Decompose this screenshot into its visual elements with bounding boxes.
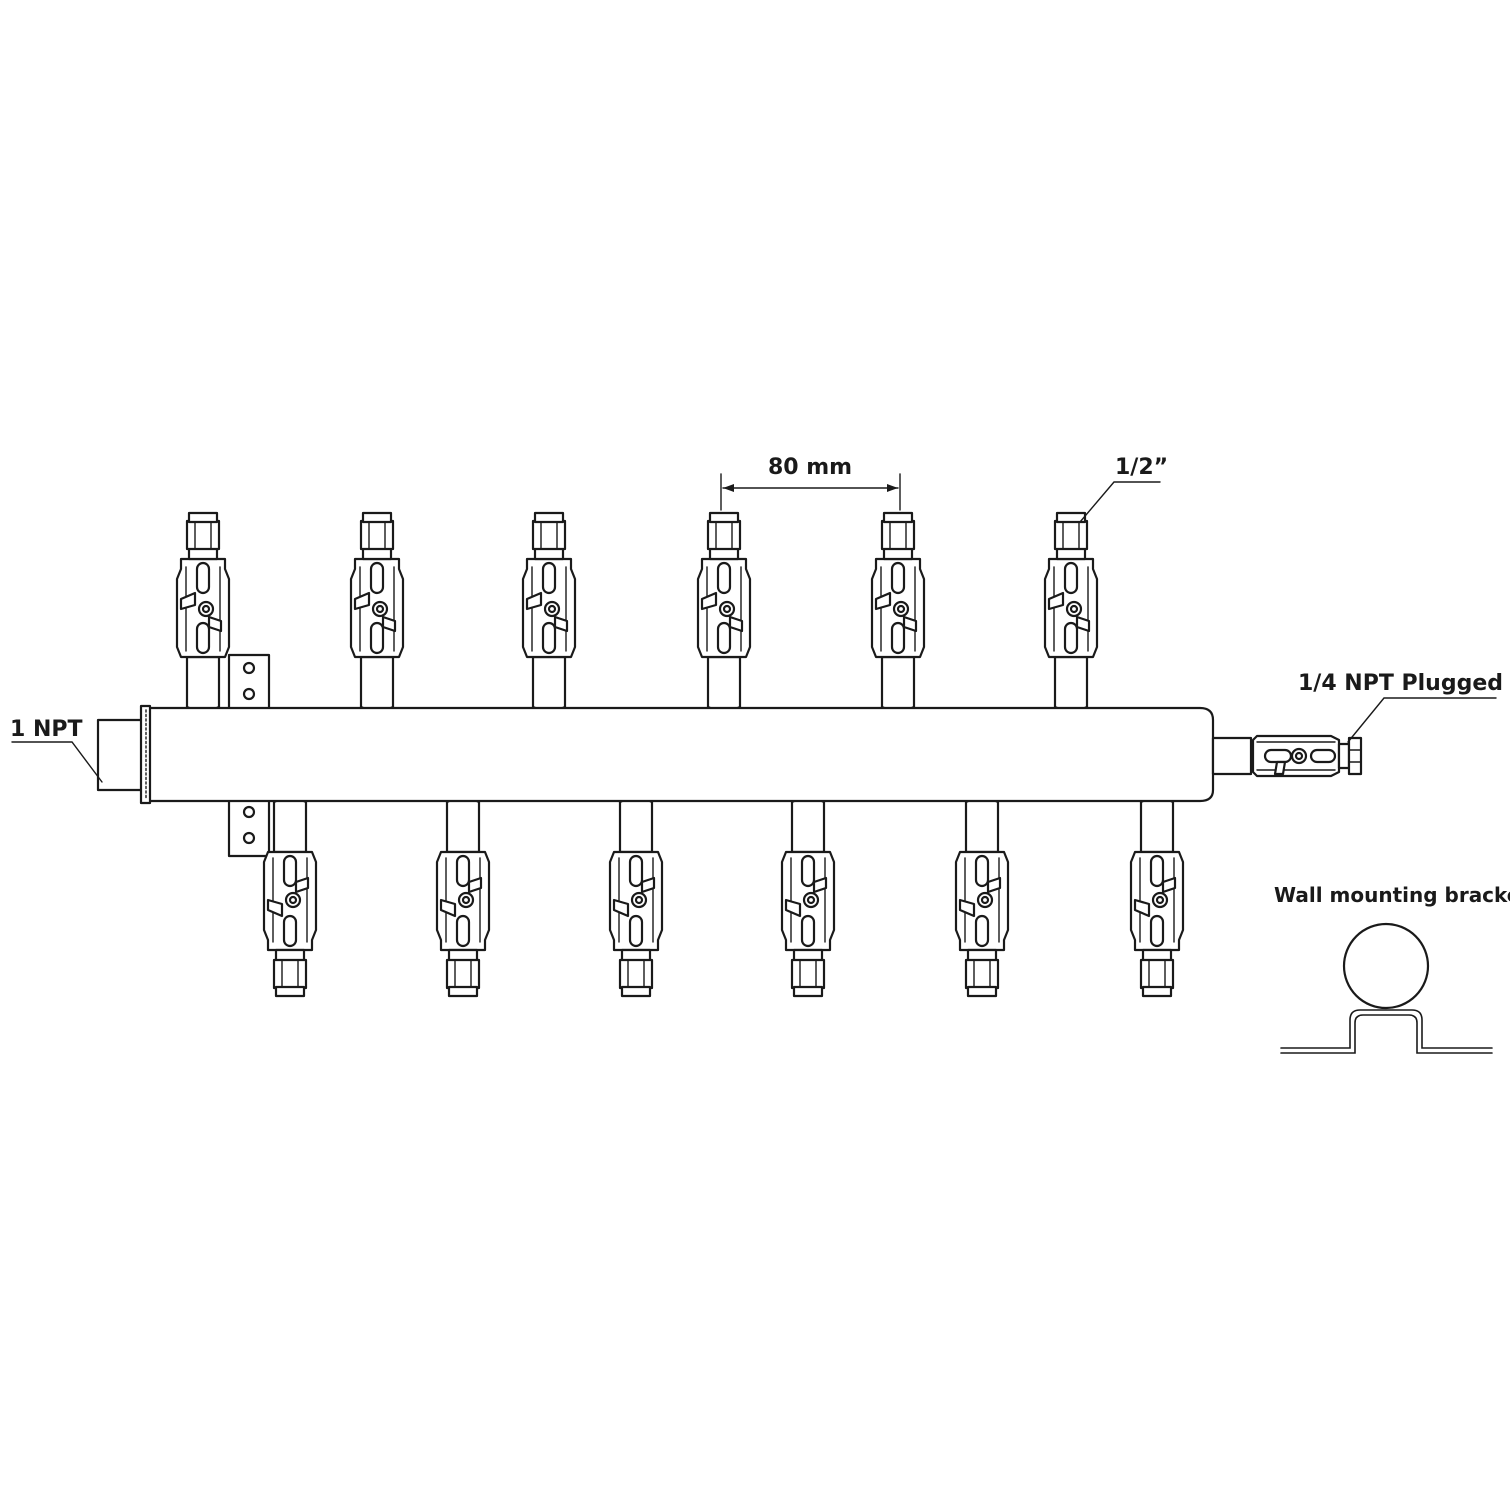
bracket-strap-outer: [1280, 1009, 1493, 1049]
bottom-valve-2: [435, 796, 491, 998]
end-port-label: 1/4 NPT Plugged: [1298, 671, 1503, 696]
wall-bracket-detail: Wall mounting bracket: [1274, 883, 1510, 1054]
mount-plate-top: [227, 653, 271, 715]
inlet-callout: 1 NPT: [10, 717, 103, 783]
bottom-valve-1: [262, 796, 318, 998]
top-valve-1: [175, 511, 231, 713]
end-plug-valve: [1251, 734, 1363, 778]
spacing-dimension: 80 mm: [720, 455, 901, 511]
outlet-size-callout: 1/2”: [1079, 455, 1168, 523]
inlet-label: 1 NPT: [10, 717, 83, 742]
inlet-thread: [96, 704, 152, 805]
mount-plate-bottom: [227, 798, 271, 858]
bottom-valve-3: [608, 796, 664, 998]
end-plugged-port: [1211, 734, 1363, 778]
bottom-outlet-valves: [262, 796, 1185, 998]
bracket-label: Wall mounting bracket: [1274, 883, 1510, 907]
manifold-header: [146, 706, 1215, 803]
top-valve-5: [870, 511, 926, 713]
top-valve-6: [1043, 511, 1099, 713]
bracket-strap-inner: [1280, 1014, 1493, 1054]
top-outlet-valves: [175, 511, 1099, 713]
top-valve-2: [349, 511, 405, 713]
end-port-callout: 1/4 NPT Plugged: [1298, 671, 1503, 743]
bracket-pipe-circle: [1342, 922, 1430, 1010]
bottom-valve-4: [780, 796, 836, 998]
top-valve-4: [696, 511, 752, 713]
bottom-valve-6: [1129, 796, 1185, 998]
bottom-valve-5: [954, 796, 1010, 998]
top-valve-3: [521, 511, 577, 713]
outlet-size-label: 1/2”: [1115, 455, 1168, 480]
spacing-label: 80 mm: [768, 455, 852, 480]
